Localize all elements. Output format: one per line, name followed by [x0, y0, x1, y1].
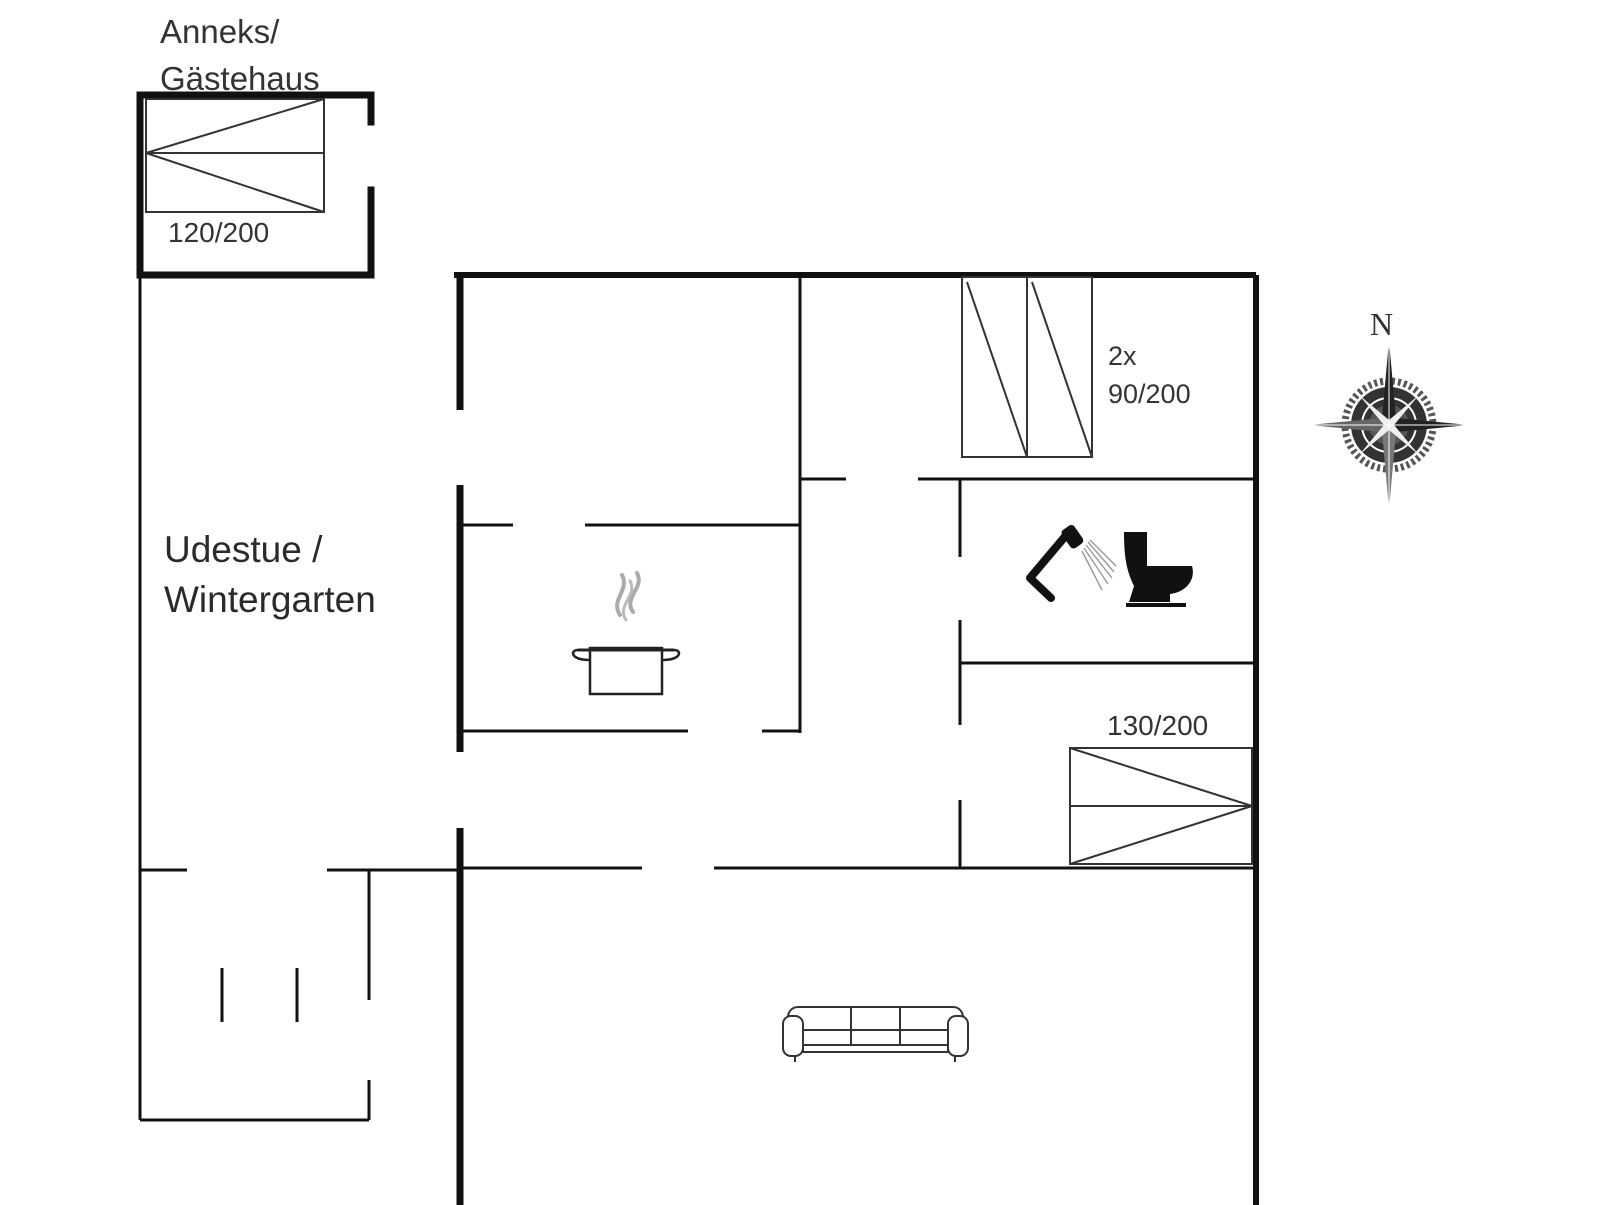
twin-bed-count: 2x	[1108, 341, 1137, 371]
sunroom-walls	[138, 275, 460, 1122]
double-bed-size: 130/200	[1107, 710, 1209, 741]
twin-beds	[961, 276, 1093, 458]
compass-rose-icon	[1309, 341, 1469, 509]
annex-bed	[145, 98, 325, 213]
compass-north-label: N	[1370, 306, 1394, 342]
double-bed	[1069, 747, 1253, 865]
twin-bed-label: 2x 90/200	[1108, 337, 1191, 413]
sunroom-label-line1: Udestue /	[164, 529, 323, 570]
sunroom-label-line2: Wintergarten	[164, 579, 376, 620]
toilet-icon	[1124, 532, 1193, 607]
annex-title: Anneks/ Gästehaus	[160, 8, 320, 102]
annex-bed-size: 120/200	[168, 217, 270, 248]
twin-bed-size: 90/200	[1108, 379, 1191, 409]
cooking-pot-icon	[571, 571, 681, 696]
sofa-icon	[782, 1006, 969, 1062]
main-house-inner-walls	[460, 275, 1256, 870]
annex-title-line1: Anneks/	[160, 13, 280, 50]
shower-icon	[1026, 524, 1117, 602]
sunroom-label: Udestue / Wintergarten	[164, 525, 376, 625]
annex-title-line2: Gästehaus	[160, 60, 320, 97]
main-house-outer-walls	[454, 272, 1259, 1205]
annex-walls	[136, 91, 375, 279]
